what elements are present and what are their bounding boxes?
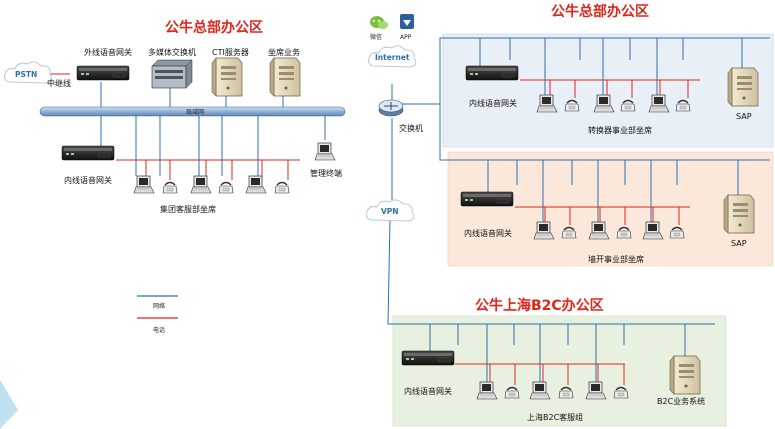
shanghai-seats-label: 上海B2C客服组 xyxy=(527,412,583,422)
internal-gateway-r2-label: 内线语音网关 xyxy=(464,228,512,238)
legend-phone-label: 电话 xyxy=(153,326,165,334)
seat-service-server-icon xyxy=(269,57,301,97)
phone-links xyxy=(40,73,700,385)
internal-gateway-r2-icon xyxy=(460,191,514,207)
pstn-cloud: PSTN xyxy=(4,61,53,84)
internal-gateway-r1-label: 内线语音网关 xyxy=(469,98,517,108)
sap-server-1-icon xyxy=(727,67,759,107)
internal-gateway-sh-icon xyxy=(401,350,455,366)
internet-cloud: Internet xyxy=(368,45,417,68)
sap1-label: SAP xyxy=(736,112,752,121)
lan-bus xyxy=(39,106,346,117)
cti-server-label: CTI服务器 xyxy=(212,47,249,57)
legend: 网络 电话 xyxy=(137,295,178,334)
b2c-system-label: B2C业务系统 xyxy=(657,396,705,406)
vpn-cloud: VPN xyxy=(366,199,415,222)
converter-division-panel xyxy=(442,33,774,148)
internal-gateway-left-icon xyxy=(61,145,115,161)
media-switch-icon xyxy=(151,59,193,89)
wechat-label: 微信 xyxy=(370,33,382,41)
sap2-label: SAP xyxy=(731,239,747,248)
group-seats-label: 集团客服部坐席 xyxy=(160,204,216,214)
switch-label: 交换机 xyxy=(399,123,423,133)
svg-text:PSTN: PSTN xyxy=(15,70,37,79)
wechat-icon xyxy=(370,16,388,29)
sap-server-2-icon xyxy=(723,194,755,234)
admin-terminal-label: 管理终端 xyxy=(310,168,342,178)
network-links xyxy=(100,37,770,382)
hq-left-title: 公牛总部办公区 xyxy=(165,19,263,36)
group-seat-stations xyxy=(133,175,290,194)
external-gateway-icon xyxy=(76,65,130,81)
b2c-server-icon xyxy=(669,355,701,395)
app-label: APP xyxy=(400,34,412,41)
cti-server-icon xyxy=(211,57,243,97)
wall-switch-division-panel xyxy=(447,151,774,267)
corner-decoration xyxy=(0,380,18,429)
svg-text:VPN: VPN xyxy=(381,207,399,216)
converter-seats-label: 转换器事业部坐席 xyxy=(588,125,652,135)
app-icon xyxy=(400,14,414,29)
internal-gateway-r1-icon xyxy=(465,65,519,81)
legend-network-label: 网络 xyxy=(153,302,165,310)
internal-gateway-sh-label: 内线语音网关 xyxy=(404,386,452,396)
internal-gateway-left-label: 内线语音网关 xyxy=(64,175,112,185)
svg-text:Internet: Internet xyxy=(375,53,410,62)
admin-terminal-icon xyxy=(314,142,336,161)
shanghai-title: 公牛上海B2C办公区 xyxy=(475,297,604,314)
trunk-label: 中继线 xyxy=(47,78,71,88)
media-switch-label: 多媒体交换机 xyxy=(148,47,196,57)
external-gateway-label: 外线语音网关 xyxy=(84,47,132,57)
router-switch-icon xyxy=(378,99,404,117)
wall-switch-seats-label: 墙开事业部坐席 xyxy=(588,254,644,264)
seat-service-label: 坐席业务 xyxy=(268,47,300,57)
hq-right-title: 公牛总部办公区 xyxy=(551,3,649,20)
lan-label: 局域网 xyxy=(186,108,204,116)
